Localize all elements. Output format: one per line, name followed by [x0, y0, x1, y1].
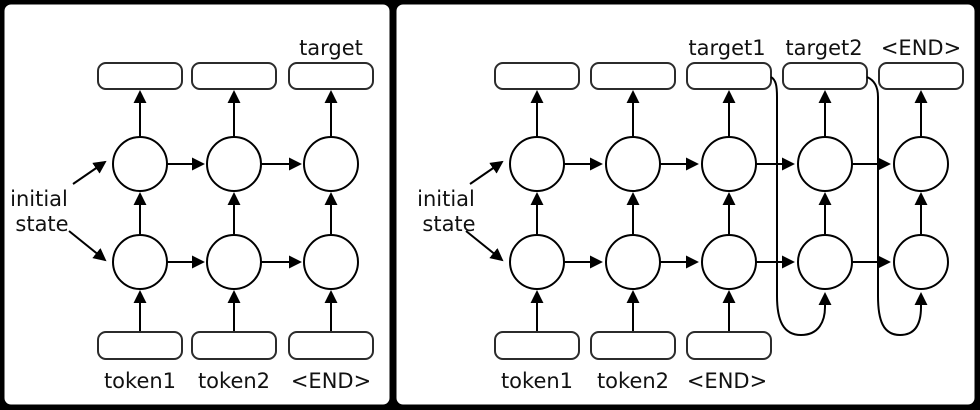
left-rnn-cells — [112, 136, 359, 290]
right-panel-frame — [393, 1, 978, 408]
right-end-input-label: <END> — [687, 369, 767, 393]
output-box — [782, 62, 868, 90]
right-token1-label: token1 — [501, 369, 573, 393]
right-vertical-arrows — [530, 90, 928, 331]
right-target1-label: target1 — [688, 36, 765, 60]
input-box — [191, 331, 277, 360]
rnn-cell — [509, 234, 565, 290]
feedback-arrow-target2 — [866, 76, 928, 337]
left-initial-state-line1: initial — [10, 187, 68, 211]
right-rnn-cells — [509, 136, 949, 290]
feedback-arrow-target1 — [770, 76, 832, 337]
output-box — [288, 62, 374, 90]
right-output-boxes — [494, 62, 964, 90]
rnn-cell — [206, 234, 262, 290]
rnn-cell — [701, 234, 757, 290]
left-panel-frame — [1, 1, 393, 408]
rnn-cell — [797, 234, 853, 290]
rnn-cell — [112, 234, 168, 290]
left-token1-label: token1 — [104, 369, 176, 393]
right-token2-label: token2 — [597, 369, 669, 393]
output-box — [97, 62, 183, 90]
input-box — [686, 331, 772, 360]
rnn-cell — [303, 234, 359, 290]
input-box — [494, 331, 580, 360]
rnn-cell — [509, 136, 565, 192]
right-recurrent-arrows — [564, 157, 891, 269]
right-initial-state-line2: state — [422, 212, 475, 236]
left-token2-label: token2 — [198, 369, 270, 393]
right-target2-label: target2 — [785, 36, 862, 60]
rnn-cell — [605, 136, 661, 192]
right-end-output-label: <END> — [881, 36, 961, 60]
left-output-boxes — [97, 62, 374, 90]
input-box — [97, 331, 183, 360]
left-initial-state-line2: state — [15, 212, 68, 236]
output-box — [494, 62, 580, 90]
right-panel: target1 target2 <END> token1 token2 <END… — [393, 1, 978, 408]
rnn-cell — [206, 136, 262, 192]
rnn-cell — [303, 136, 359, 192]
rnn-cell — [112, 136, 168, 192]
rnn-cell — [605, 234, 661, 290]
output-box — [686, 62, 772, 90]
left-panel: target token1 token2 <END> initial state — [1, 1, 393, 408]
right-feedback-arrows — [770, 76, 928, 337]
left-target-label: target — [299, 36, 363, 60]
left-end-label: <END> — [291, 369, 371, 393]
rnn-cell — [893, 234, 949, 290]
right-initial-state-line1: initial — [417, 187, 475, 211]
rnn-cell — [797, 136, 853, 192]
output-box — [191, 62, 277, 90]
input-box — [288, 331, 374, 360]
left-initial-state-arrows — [68, 160, 107, 262]
output-box — [590, 62, 676, 90]
output-box — [878, 62, 964, 90]
right-initial-state-arrows — [465, 160, 504, 262]
left-input-boxes — [97, 331, 374, 360]
rnn-cell — [701, 136, 757, 192]
left-vertical-arrows — [133, 90, 338, 331]
rnn-cell — [893, 136, 949, 192]
right-input-boxes — [494, 331, 772, 360]
left-recurrent-arrows — [167, 157, 302, 269]
input-box — [590, 331, 676, 360]
